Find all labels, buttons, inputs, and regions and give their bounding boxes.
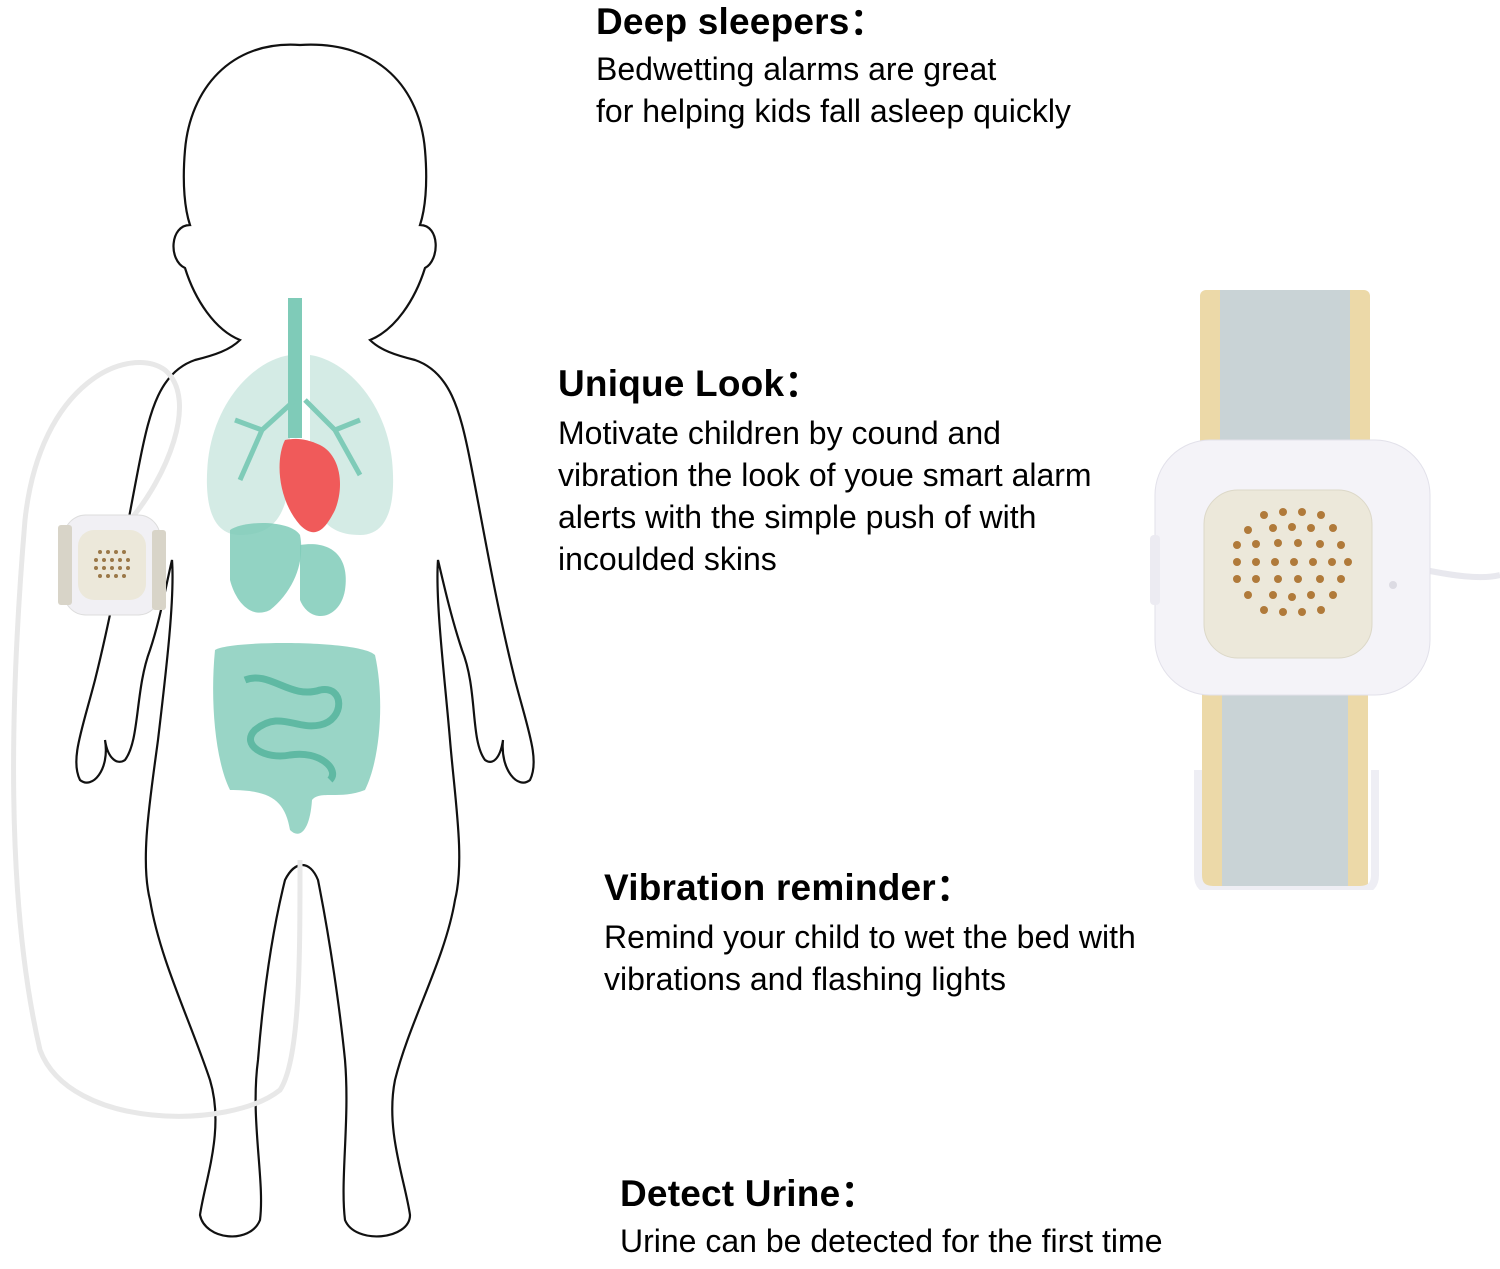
bedwetting-alarm-product [1150, 290, 1500, 890]
heart [279, 438, 340, 533]
feature-title: Vibration reminder： [604, 867, 974, 908]
feature-unique-look: Unique Look： Motivate children by cound … [558, 362, 1092, 580]
feature-description: Urine can be detected for the first time [620, 1223, 1163, 1259]
trachea [288, 298, 302, 438]
baby-anatomy-illustration [11, 43, 535, 1238]
speaker-face [1203, 489, 1373, 659]
arm-alarm-device [58, 514, 166, 616]
baby-body-outline [75, 43, 535, 1238]
bottom-strap [1194, 690, 1379, 890]
feature-title: Detect Urine： [620, 1173, 878, 1214]
feature-description: Remind your child to wet the bed with vi… [604, 919, 1136, 997]
liver [230, 523, 302, 613]
lungs [206, 355, 290, 535]
stomach [300, 544, 346, 617]
speaker-holes [1233, 508, 1352, 616]
feature-detect-urine: Detect Urine： Urine can be detected for … [620, 1172, 1162, 1262]
feature-deep-sleepers: Deep sleepers： Bedwetting alarms are gre… [596, 0, 1071, 132]
feature-vibration-reminder: Vibration reminder： Remind your child to… [604, 866, 1136, 1000]
feature-title: Unique Look： [558, 363, 822, 404]
sensor-wire [11, 360, 303, 1119]
intestines [213, 643, 381, 834]
feature-description: Motivate children by cound and vibration… [558, 415, 1092, 577]
feature-title: Deep sleepers： [596, 1, 887, 42]
feature-description: Bedwetting alarms are great for helping … [596, 51, 1071, 129]
charging-cable [1424, 567, 1500, 581]
